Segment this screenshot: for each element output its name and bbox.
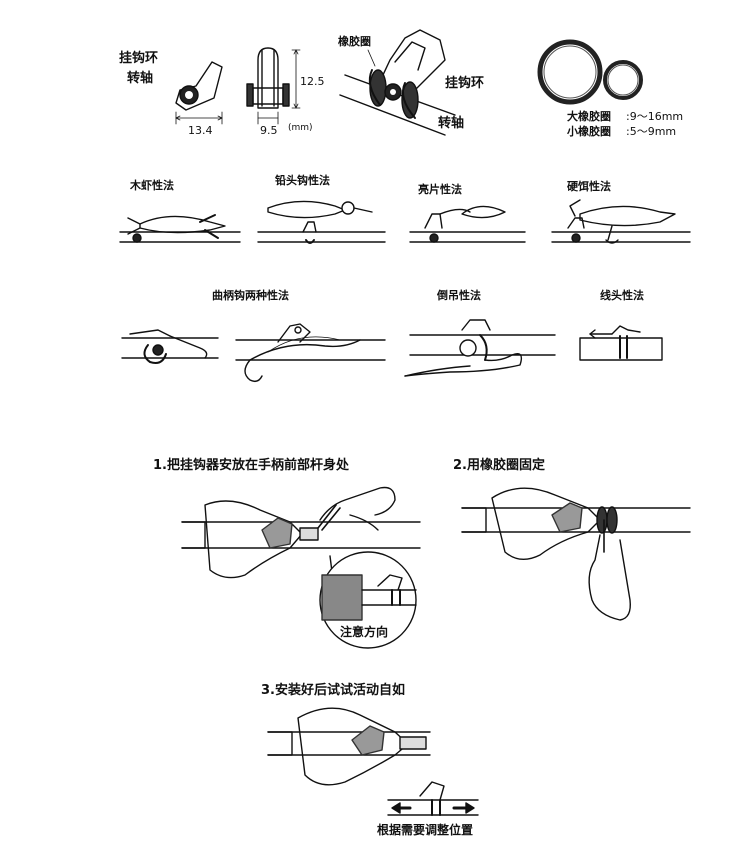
label-method-drop-shot: 倒吊性法 <box>437 289 481 302</box>
hook-keeper-mounted-view <box>339 29 456 136</box>
label-hanger-ring: 挂钩环 <box>119 51 159 66</box>
label-method-hard-bait: 硬饵性法 <box>567 180 611 193</box>
size-small-ring: :5～9mm <box>626 125 677 138</box>
step3-note: 根据需要调整位置 <box>377 823 474 837</box>
dim-height: 12.5 <box>300 75 325 88</box>
label-hanger-ring-2: 挂钩环 <box>445 76 485 91</box>
size-large-ring: :9～16mm <box>626 110 684 123</box>
label-method-spinner: 亮片性法 <box>418 183 462 196</box>
step1-note: 注意方向 <box>340 625 389 639</box>
label-method-crank-hook: 曲柄钩两种性法 <box>212 289 289 302</box>
hook-keeper-front-view <box>246 47 301 125</box>
hook-keeper-side-view <box>175 61 223 125</box>
label-large-ring: 大橡胶圈 <box>567 110 611 123</box>
method-shrimp-illustration <box>119 214 241 243</box>
label-method-line-end: 线头性法 <box>600 289 644 302</box>
label-pivot-axis: 转轴 <box>127 71 154 86</box>
label-method-shrimp: 木虾性法 <box>130 179 174 192</box>
method-crank-hook-illustration <box>121 323 386 383</box>
label-rubber-ring: 橡胶圈 <box>338 35 371 48</box>
step1-title: 1.把挂钩器安放在手柄前部杆身处 <box>153 458 349 473</box>
dim-length: 13.4 <box>188 124 213 137</box>
label-method-jig-head: 铅头钩性法 <box>275 174 330 187</box>
step2-illustration <box>461 487 691 621</box>
method-jig-head-illustration <box>257 200 386 244</box>
method-drop-shot-illustration <box>404 319 556 377</box>
label-pivot-axis-2: 转轴 <box>438 116 465 131</box>
method-hard-bait-illustration <box>551 199 691 244</box>
rubber-rings <box>537 39 643 105</box>
step3-title: 3.安装好后试试活动自如 <box>261 683 405 698</box>
label-small-ring: 小橡胶圈 <box>567 125 611 138</box>
step2-title: 2.用橡胶圈固定 <box>453 458 545 473</box>
step1-illustration <box>181 486 421 649</box>
method-line-end-illustration <box>579 325 663 361</box>
step3-illustration <box>267 707 479 816</box>
dim-unit: (mm) <box>288 123 313 133</box>
dim-width: 9.5 <box>260 124 278 137</box>
method-spinner-illustration <box>409 205 526 243</box>
